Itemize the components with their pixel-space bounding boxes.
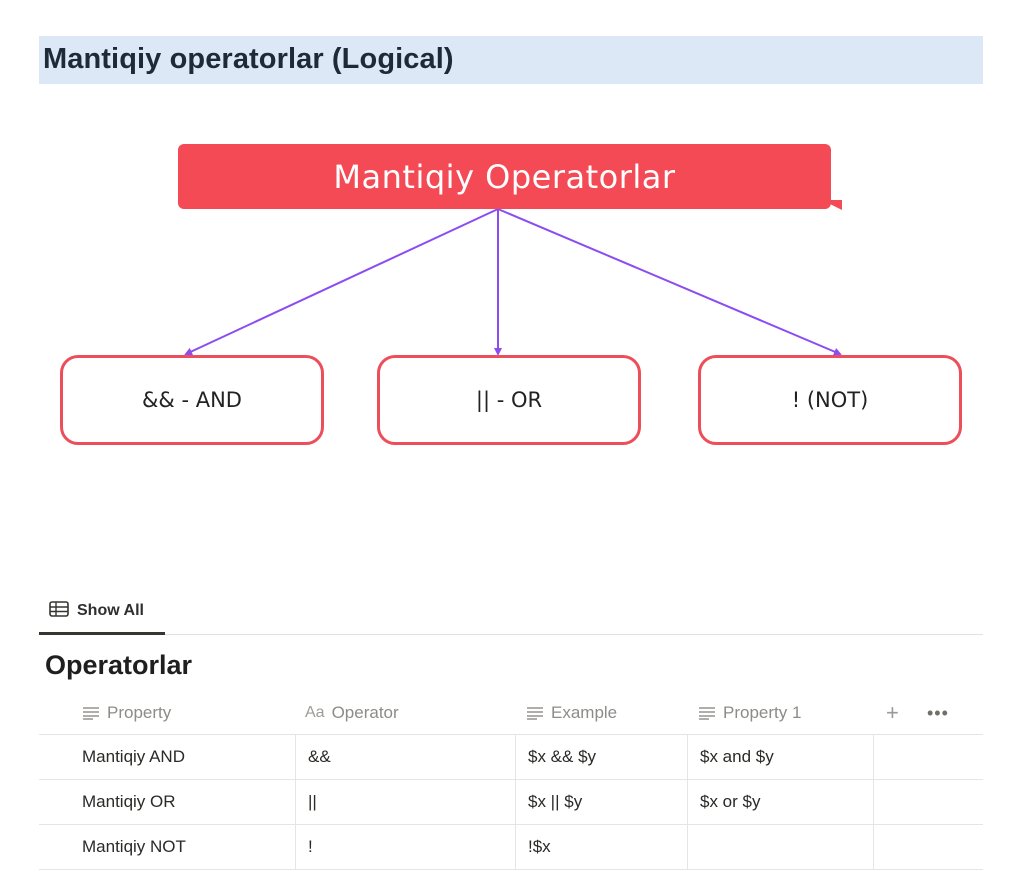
view-divider xyxy=(39,634,983,635)
column-label: Example xyxy=(551,703,618,722)
table-row[interactable]: Mantiqiy OR || $x || $y $x or $y xyxy=(39,780,983,825)
cell-operator[interactable]: && xyxy=(295,735,515,779)
mindmap-node-not[interactable]: ! (NOT) xyxy=(698,355,962,445)
view-tab-show-all[interactable]: Show All xyxy=(49,598,144,624)
column-header-example[interactable]: Example xyxy=(526,692,617,734)
cell-property[interactable]: Mantiqiy NOT xyxy=(82,837,186,856)
title-aa-icon: Aa xyxy=(305,704,325,721)
cell-empty[interactable] xyxy=(873,780,983,824)
column-header-property[interactable]: Property xyxy=(82,692,171,734)
cell-operator[interactable]: ! xyxy=(295,825,515,869)
text-lines-icon xyxy=(699,707,715,720)
text-lines-icon xyxy=(83,707,99,720)
mindmap-node-and[interactable]: && - AND xyxy=(60,355,324,445)
more-options-button[interactable]: ••• xyxy=(927,702,949,723)
cell-operator[interactable]: || xyxy=(295,780,515,824)
cell-property-1[interactable] xyxy=(687,825,873,869)
column-header-property-1[interactable]: Property 1 xyxy=(698,692,801,734)
cell-empty[interactable] xyxy=(873,735,983,779)
add-column-button[interactable]: + xyxy=(886,700,899,725)
column-header-operator[interactable]: Aa Operator xyxy=(305,692,399,734)
column-label: Operator xyxy=(331,703,399,722)
cell-empty[interactable] xyxy=(873,825,983,869)
column-label: Property 1 xyxy=(723,703,802,722)
mindmap-root-tail xyxy=(822,200,842,210)
table-header: Property Aa Operator Example Property 1 xyxy=(39,692,983,735)
cell-property-1[interactable]: $x or $y xyxy=(687,780,873,824)
view-tab-underline xyxy=(39,632,165,635)
database-title[interactable]: Operatorlar xyxy=(45,650,193,680)
cell-example[interactable]: $x && $y xyxy=(515,735,687,779)
column-label: Property xyxy=(107,703,172,722)
cell-property[interactable]: Mantiqiy OR xyxy=(82,792,176,811)
cell-property-1[interactable]: $x and $y xyxy=(687,735,873,779)
text-lines-icon xyxy=(527,707,543,720)
page-heading[interactable]: Mantiqiy operatorlar (Logical) xyxy=(43,43,454,75)
view-tab-label: Show All xyxy=(77,602,144,619)
cell-property[interactable]: Mantiqiy AND xyxy=(82,747,185,766)
table-row[interactable]: Mantiqiy AND && $x && $y $x and $y xyxy=(39,735,983,780)
connector-not xyxy=(497,208,842,356)
cell-example[interactable]: !$x xyxy=(515,825,687,869)
mindmap-root[interactable]: Mantiqiy Operatorlar xyxy=(178,144,831,209)
cell-example[interactable]: $x || $y xyxy=(515,780,687,824)
mindmap-node-or[interactable]: || - OR xyxy=(377,355,641,445)
heading-highlight xyxy=(39,36,983,84)
table-row[interactable]: Mantiqiy NOT ! !$x xyxy=(39,825,983,870)
table-icon xyxy=(49,600,69,622)
connector-and xyxy=(184,208,499,356)
database-table: Property Aa Operator Example Property 1 xyxy=(39,692,983,870)
